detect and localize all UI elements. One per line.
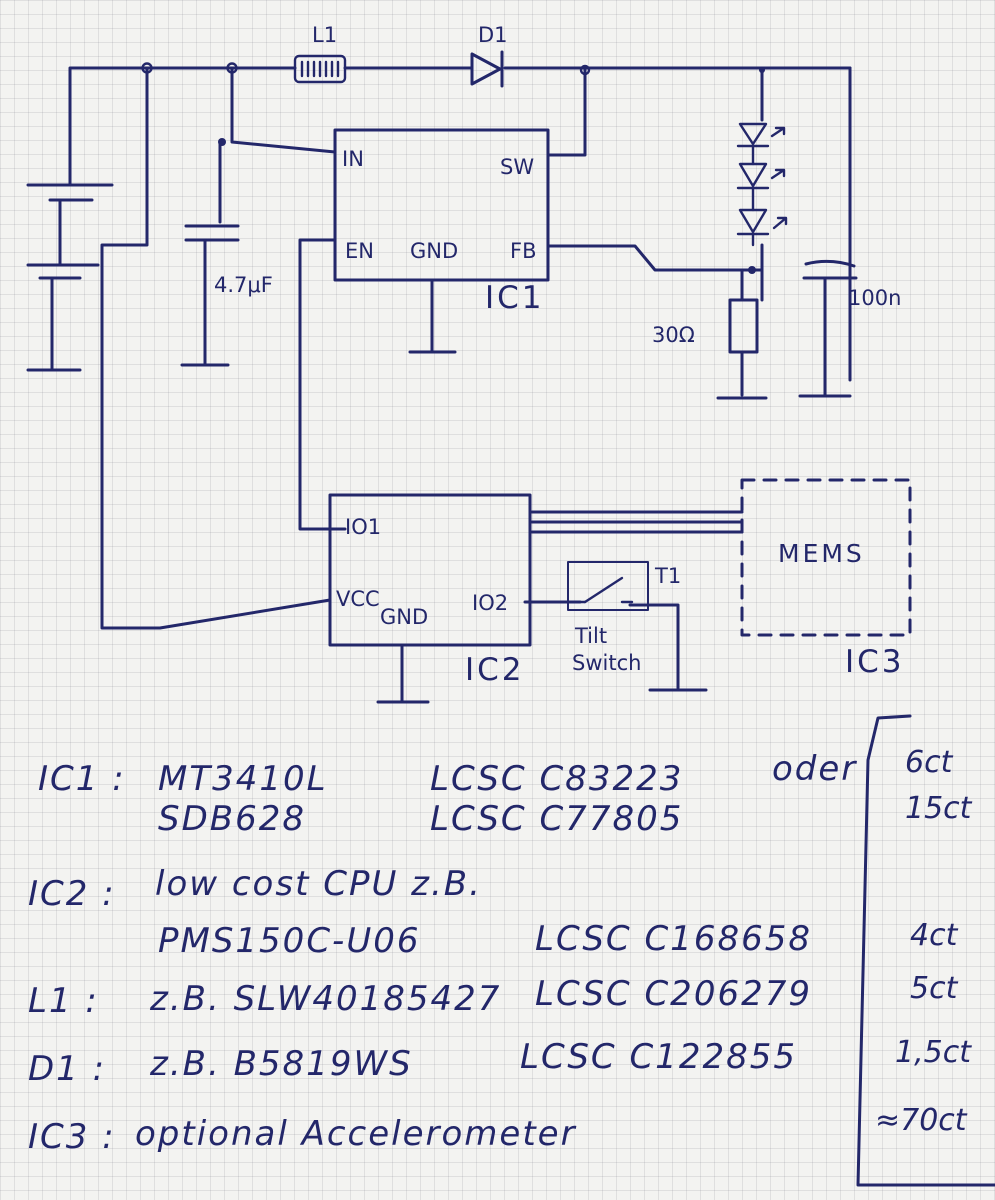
diode-d1-symbol [470,50,504,88]
ic2-pin-gnd: GND [380,605,428,629]
note-ic1-lcsc-b: LCSC C77805 [430,799,683,839]
label-t1: T1 [654,564,681,588]
note-ic1-part-b: SDB628 [158,799,306,839]
note-ic2-desc: low cost CPU z.B. [155,864,482,904]
note-ic1-lcsc-a: LCSC C83223 [430,759,683,799]
capacitor-output-symbol [798,259,858,398]
ic1-pin-en: EN [345,239,374,263]
label-resistor: 30Ω [652,323,695,347]
price-total: ≈70ct [875,1103,968,1138]
label-d1: D1 [478,23,508,47]
ic2-pin-vcc: VCC [336,587,380,611]
note-d1-part: z.B. B5819WS [149,1044,413,1084]
ic1-pin-fb: FB [510,239,537,263]
note-ic3-desc: optional Accelerometer [135,1114,577,1154]
ic1-pin-in: IN [342,147,364,171]
label-switch: Switch [572,651,641,675]
tilt-switch-symbol [567,561,649,611]
junctions [141,62,765,274]
ic1-pin-sw: SW [500,155,534,179]
price-d1: 1,5ct [895,1035,972,1070]
note-ic1-part-a: MT3410L [158,759,328,799]
ic2-pin-io1: IO1 [345,515,381,539]
price-ic1-a: 6ct [905,745,954,780]
note-ic2-lcsc: LCSC C168658 [535,919,812,959]
note-ic2-label: IC2 : [28,874,116,914]
led-chain-symbol [736,122,788,247]
ic1-pin-gnd: GND [410,239,458,263]
label-tilt: Tilt [574,624,607,648]
price-ic1-b: 15ct [905,791,973,826]
ic2-label: IC2 [465,652,525,688]
inductor-l1-symbol [293,54,347,84]
note-l1-part: z.B. SLW40185427 [149,979,501,1019]
note-ic1-oder: oder [772,749,857,789]
label-l1: L1 [312,23,337,47]
note-ic3-label: IC3 : [28,1117,116,1157]
ic2-box [328,493,532,647]
note-ic1-label: IC1 : [38,759,126,799]
ic1-box [333,128,550,282]
ic2-pin-io2: IO2 [472,591,508,615]
note-l1-label: L1 : [28,981,99,1021]
note-l1-lcsc: LCSC C206279 [535,974,812,1014]
label-cap-output: 100n [848,286,901,310]
note-d1-lcsc: LCSC C122855 [520,1037,797,1077]
price-column: 6ct 15ct 4ct 5ct 1,5ct ≈70ct [875,745,973,1138]
mems-label: MEMS [778,539,865,568]
resistor-symbol [716,268,768,400]
note-ic2-part: PMS150C-U06 [158,921,420,961]
label-cap-input: 4.7μF [214,273,273,297]
capacitor-input-symbol [180,224,240,367]
ic1-label: IC1 [485,280,545,316]
battery-symbol [26,163,114,372]
price-ic2: 4ct [910,918,959,953]
parts-notes: IC1 : MT3410L LCSC C83223 oder SDB628 LC… [28,749,857,1157]
note-d1-label: D1 : [28,1049,106,1089]
mems-box [740,478,912,637]
price-l1: 5ct [910,971,959,1006]
price-column-border [856,714,995,1187]
ic3-label: IC3 [845,644,905,680]
wires [68,66,852,704]
